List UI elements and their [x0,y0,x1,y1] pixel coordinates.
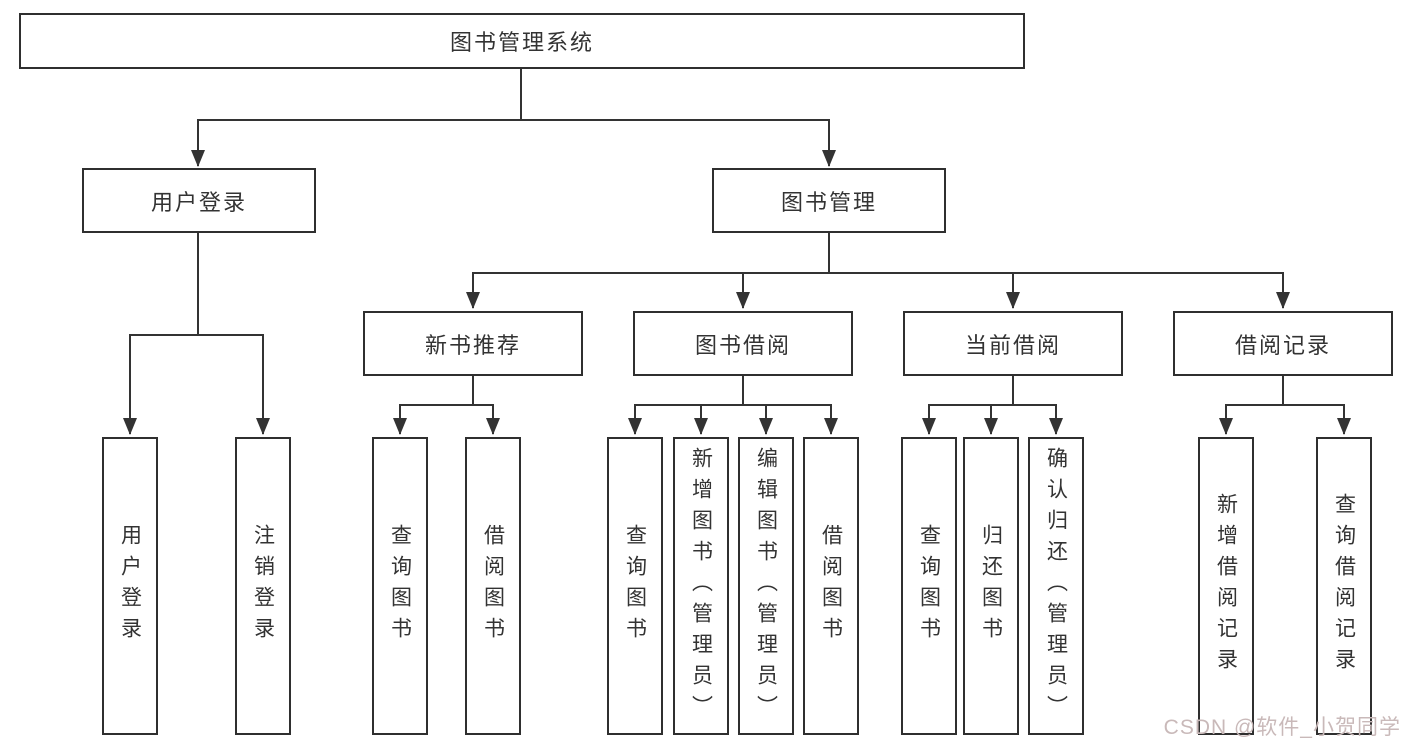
csdn-watermark: CSDN @软件_小贺同学 [1163,716,1401,739]
node-book-management: 图书管理 [712,168,946,233]
leaf-borrow-book-recommend: 借阅图书 [465,437,521,735]
leaf-edit-book-admin: 编辑图书（管理员） [738,437,794,735]
leaf-add-borrow-record: 新增借阅记录 [1198,437,1254,735]
leaf-confirm-return-admin: 确认归还（管理员） [1028,437,1084,735]
leaf-borrow-book: 借阅图书 [803,437,859,735]
node-user-login: 用户登录 [82,168,316,233]
node-book-borrow: 图书借阅 [633,311,853,376]
leaf-user-login: 用户登录 [102,437,158,735]
leaf-return-book: 归还图书 [963,437,1019,735]
leaf-query-book-borrow: 查询图书 [607,437,663,735]
node-root-system: 图书管理系统 [19,13,1025,69]
leaf-logout: 注销登录 [235,437,291,735]
leaf-query-borrow-record: 查询借阅记录 [1316,437,1372,735]
node-current-borrow: 当前借阅 [903,311,1123,376]
leaf-add-book-admin: 新增图书（管理员） [673,437,729,735]
leaf-query-book-current: 查询图书 [901,437,957,735]
node-new-book-recommend: 新书推荐 [363,311,583,376]
leaf-query-book-recommend: 查询图书 [372,437,428,735]
node-borrow-records: 借阅记录 [1173,311,1393,376]
